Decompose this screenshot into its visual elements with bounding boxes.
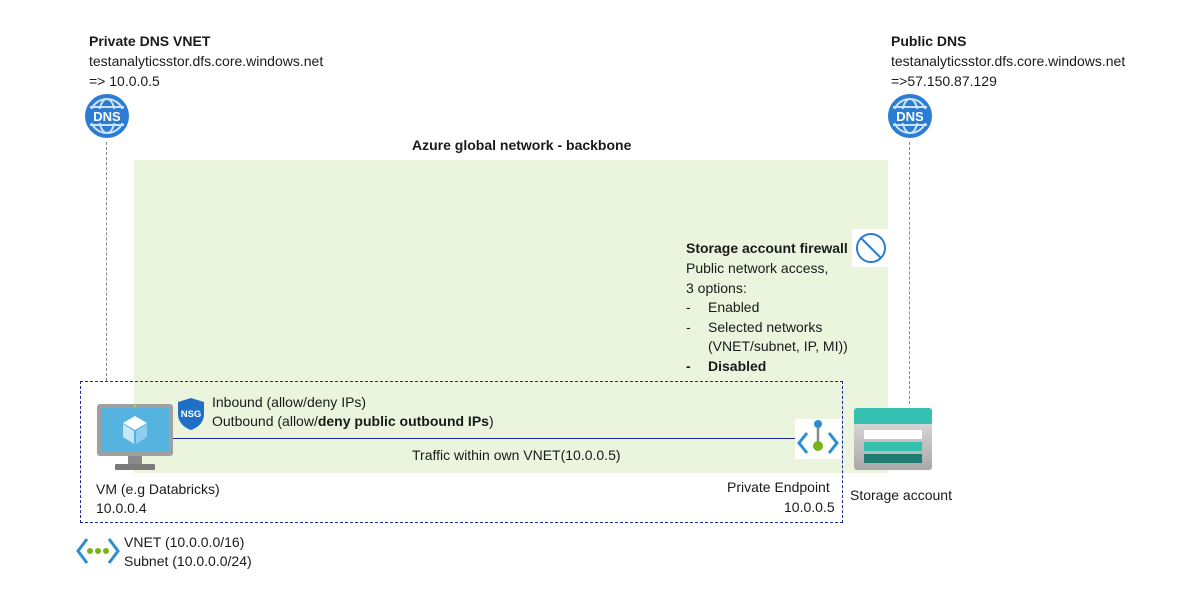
firewall-option-selected-networks: Selected networks: [686, 318, 848, 338]
private-dns-connector: [106, 142, 107, 381]
no-access-icon: [852, 229, 890, 267]
vm-icon: [97, 404, 173, 472]
backbone-label: Azure global network - backbone: [412, 137, 632, 153]
nsg-shield-icon: NSG: [177, 397, 205, 431]
private-endpoint-label: Private Endpoint: [727, 479, 830, 495]
dns-icon: DNS: [888, 94, 932, 138]
firewall-line1: Public network access,: [686, 260, 829, 276]
subnet-cidr-label: Subnet (10.0.0.0/24): [124, 553, 252, 569]
nsg-outbound-suffix: ): [488, 413, 494, 429]
svg-text:DNS: DNS: [93, 109, 121, 124]
firewall-option-enabled: Enabled: [686, 298, 848, 318]
storage-account-icon: [854, 408, 932, 470]
traffic-connector: [173, 438, 795, 439]
public-dns-connector: [909, 142, 910, 404]
private-endpoint-ip: 10.0.0.5: [784, 499, 835, 515]
private-endpoint-icon: [795, 419, 841, 459]
firewall-panel: Storage account firewall Public network …: [686, 238, 848, 376]
storage-account-label: Storage account: [850, 487, 952, 503]
firewall-options: Enabled Selected networks (VNET/subnet, …: [686, 298, 848, 376]
nsg-inbound-rule: Inbound (allow/deny IPs): [212, 394, 367, 410]
firewall-option-disabled: Disabled: [686, 357, 848, 377]
vm-label: VM (e.g Databricks): [96, 481, 220, 497]
dns-icon: DNS: [85, 94, 129, 138]
public-dns-title: Public DNS: [891, 33, 967, 49]
nsg-outbound-prefix: Outbound (allow/: [212, 413, 318, 429]
virtual-machine-icon: [97, 404, 173, 470]
public-dns-icon: DNS: [886, 92, 934, 140]
public-dns-hostname: testanalyticsstor.dfs.core.windows.net: [891, 53, 1126, 69]
private-dns-resolution: => 10.0.0.5: [89, 73, 160, 89]
nsg-outbound-bold: deny public outbound IPs: [317, 413, 489, 429]
private-dns-title: Private DNS VNET: [89, 33, 211, 49]
firewall-title: Storage account firewall: [686, 240, 848, 256]
vnet-icon: [76, 536, 120, 566]
vnet-boundary: [80, 381, 843, 523]
private-dns-hostname: testanalyticsstor.dfs.core.windows.net: [89, 53, 324, 69]
firewall-option-selected-networks-detail: (VNET/subnet, IP, MI)): [708, 338, 848, 354]
traffic-label: Traffic within own VNET(10.0.0.5): [412, 447, 621, 463]
nsg-badge-text: NSG: [181, 409, 202, 420]
nsg-outbound-rule: Outbound (allow/deny public outbound IPs…: [212, 411, 494, 431]
firewall-line2: 3 options:: [686, 280, 747, 296]
vm-ip: 10.0.0.4: [96, 500, 147, 516]
public-dns-resolution: =>57.150.87.129: [891, 73, 997, 89]
private-dns-icon: DNS: [83, 92, 131, 140]
svg-text:DNS: DNS: [896, 109, 924, 124]
vnet-cidr-label: VNET (10.0.0.0/16): [124, 534, 245, 550]
